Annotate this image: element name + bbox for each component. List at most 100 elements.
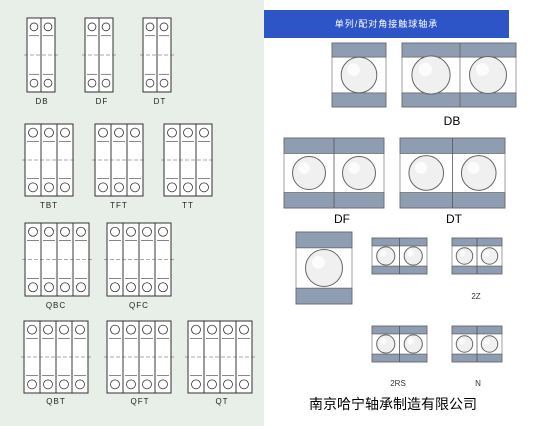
label-db-drawing: DB	[35, 97, 49, 106]
set-qft-ball	[142, 324, 152, 335]
set-qbt-ball	[27, 379, 37, 390]
set-tt-ball	[167, 182, 177, 193]
set-qfc-ball	[126, 226, 136, 237]
label-qbt-drawing: QBT	[46, 397, 66, 406]
set-qbt-ball	[27, 324, 37, 335]
set-tft	[92, 123, 146, 197]
set-tft-ball	[130, 127, 140, 138]
set-db-ball	[43, 22, 53, 32]
section-2rs-ball	[403, 334, 423, 354]
set-db-ball	[29, 22, 39, 32]
label-qbc-drawing: QBC	[45, 301, 67, 310]
section-single-large-ball-highlight	[311, 255, 325, 269]
section-2rs-ball	[376, 334, 396, 354]
section-db-third-inner-ring	[459, 92, 517, 108]
section-db-right-ball-highlight	[418, 62, 432, 76]
set-qfc-ball	[110, 226, 120, 237]
banner-title: 单列/配对角接触球轴承	[264, 10, 509, 38]
set-qft-ball	[158, 379, 168, 390]
section-df-ball-highlight	[298, 162, 310, 174]
set-tft-ball	[98, 127, 108, 138]
set-tbt-ball	[44, 182, 54, 193]
set-qft-ball	[110, 324, 120, 335]
set-qbc-ball	[60, 282, 70, 293]
set-dt-ball	[145, 78, 155, 88]
label-n-section: N	[475, 379, 481, 388]
section-db-left-outer-ring	[331, 42, 387, 58]
cross-section-panel: 单列/配对角接触球轴承 DB DF DT 2Z 2RS N 南京哈宁轴承制造有限…	[264, 0, 535, 426]
set-tft-ball	[114, 182, 124, 193]
set-qbc-ball	[44, 282, 54, 293]
set-tt	[161, 123, 215, 197]
set-qbc-ball	[76, 226, 86, 237]
set-qfc	[104, 222, 174, 297]
section-dt-ball	[460, 155, 497, 191]
section-db-third-ball-highlight	[475, 62, 489, 76]
set-tft-ball	[98, 182, 108, 193]
label-df-section: DF	[334, 212, 350, 226]
set-qbt-ball	[43, 324, 53, 335]
set-df-ball	[87, 22, 97, 32]
section-2z-ball-highlight	[484, 250, 490, 257]
set-qfc-ball	[142, 226, 152, 237]
label-qfc-drawing: QFC	[129, 301, 149, 310]
section-db-right-outer-ring	[401, 42, 461, 58]
set-tbt-ball	[28, 182, 38, 193]
set-qft-ball	[126, 379, 136, 390]
set-qbc	[22, 222, 92, 297]
set-tft-ball	[130, 182, 140, 193]
set-qt-ball	[207, 379, 217, 390]
company-name: 南京哈宁轴承制造有限公司	[309, 396, 477, 412]
section-open-ball-highlight	[379, 250, 387, 257]
set-qfc-ball	[110, 282, 120, 293]
arrangement-drawings	[21, 17, 255, 394]
section-dt	[399, 137, 506, 209]
set-tbt-ball	[28, 127, 38, 138]
set-qfc-ball	[158, 282, 168, 293]
label-tbt-drawing: TBT	[39, 201, 59, 210]
section-dt-ball	[408, 155, 445, 191]
set-tt-ball	[183, 127, 193, 138]
section-db-third-outer-ring	[459, 42, 517, 58]
section-single-large-inner-ring	[295, 287, 353, 305]
section-open-ball	[403, 246, 423, 266]
set-qt	[185, 320, 255, 394]
set-dt-ball	[159, 22, 169, 32]
section-dt-ball-highlight	[414, 161, 428, 174]
section-dt-ball-highlight	[467, 161, 480, 174]
set-dt-ball	[145, 22, 155, 32]
section-open-ball-highlight	[407, 250, 414, 257]
set-qt-ball	[239, 379, 249, 390]
set-qbc-ball	[28, 282, 38, 293]
label-db-section: DB	[443, 114, 461, 128]
set-df-ball	[101, 78, 111, 88]
set-qbc-ball	[44, 226, 54, 237]
section-2rs	[371, 325, 428, 363]
section-df-ball	[342, 156, 376, 190]
section-2z-ball	[480, 247, 499, 265]
set-qfc-ball	[142, 282, 152, 293]
set-qbt-ball	[75, 324, 85, 335]
section-2z	[451, 237, 503, 275]
set-tt-ball	[199, 182, 209, 193]
section-n-ball-highlight	[459, 338, 465, 345]
section-single-large	[295, 231, 353, 305]
set-tbt-ball	[60, 127, 70, 138]
set-qt-ball	[239, 324, 249, 335]
set-tt-ball	[199, 127, 209, 138]
section-db-right	[401, 42, 461, 108]
set-qbc-ball	[60, 226, 70, 237]
set-tt-ball	[167, 127, 177, 138]
section-db-third-ball	[469, 56, 507, 94]
section-n-ball	[480, 335, 499, 353]
set-tt-ball	[183, 182, 193, 193]
section-open	[371, 237, 428, 275]
set-qbt-ball	[59, 324, 69, 335]
set-qfc-ball	[158, 226, 168, 237]
section-db-left-ball-highlight	[347, 63, 360, 76]
set-qt-ball	[207, 324, 217, 335]
set-qbt	[21, 320, 91, 394]
set-db-ball	[43, 78, 53, 88]
section-db-third	[459, 42, 517, 108]
section-df-ball-highlight	[348, 162, 360, 174]
